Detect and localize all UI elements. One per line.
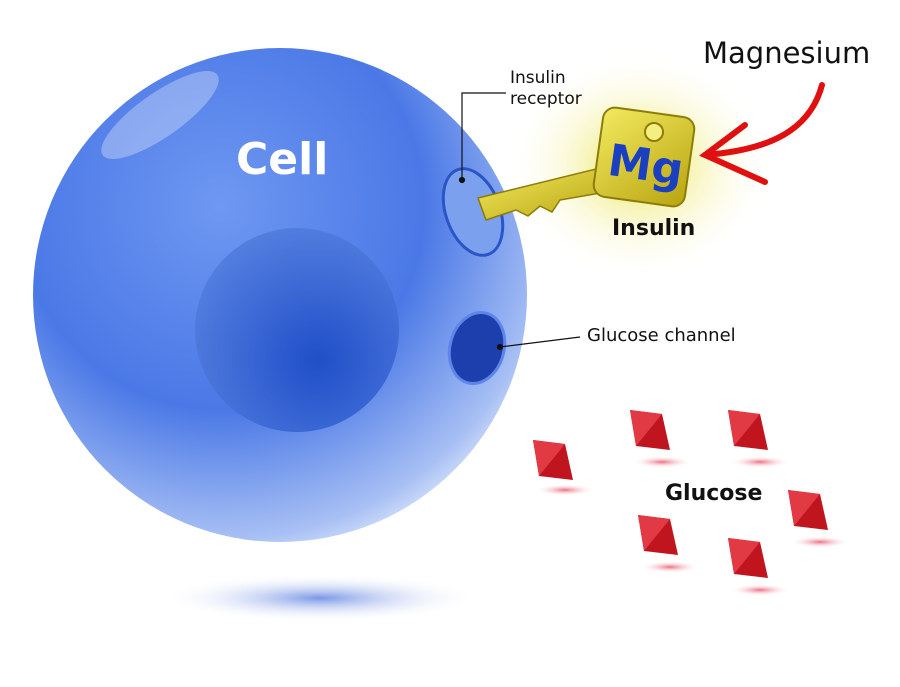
glucose-label: Glucose xyxy=(665,481,763,506)
cell-highlight xyxy=(101,70,219,160)
leader-lines xyxy=(458,92,581,351)
cell-shadow xyxy=(160,574,480,622)
glucose-channel-label: Glucose channel xyxy=(587,325,736,346)
insulin-key xyxy=(477,106,696,221)
magnesium-label: Magnesium xyxy=(703,36,871,70)
nucleus xyxy=(195,228,399,432)
insulin-receptor-label-line2: receptor xyxy=(510,89,582,109)
insulin-label: Insulin xyxy=(612,216,696,241)
insulin-receptor-label: Insulin receptor xyxy=(510,68,582,110)
mg-symbol: Mg xyxy=(604,135,687,196)
cell-label: Cell xyxy=(236,134,329,185)
insulin-receptor-label-line1: Insulin xyxy=(510,68,566,88)
glucose-molecules xyxy=(533,410,850,596)
glucose-channel xyxy=(447,311,507,385)
magnesium-arrow xyxy=(699,82,825,185)
